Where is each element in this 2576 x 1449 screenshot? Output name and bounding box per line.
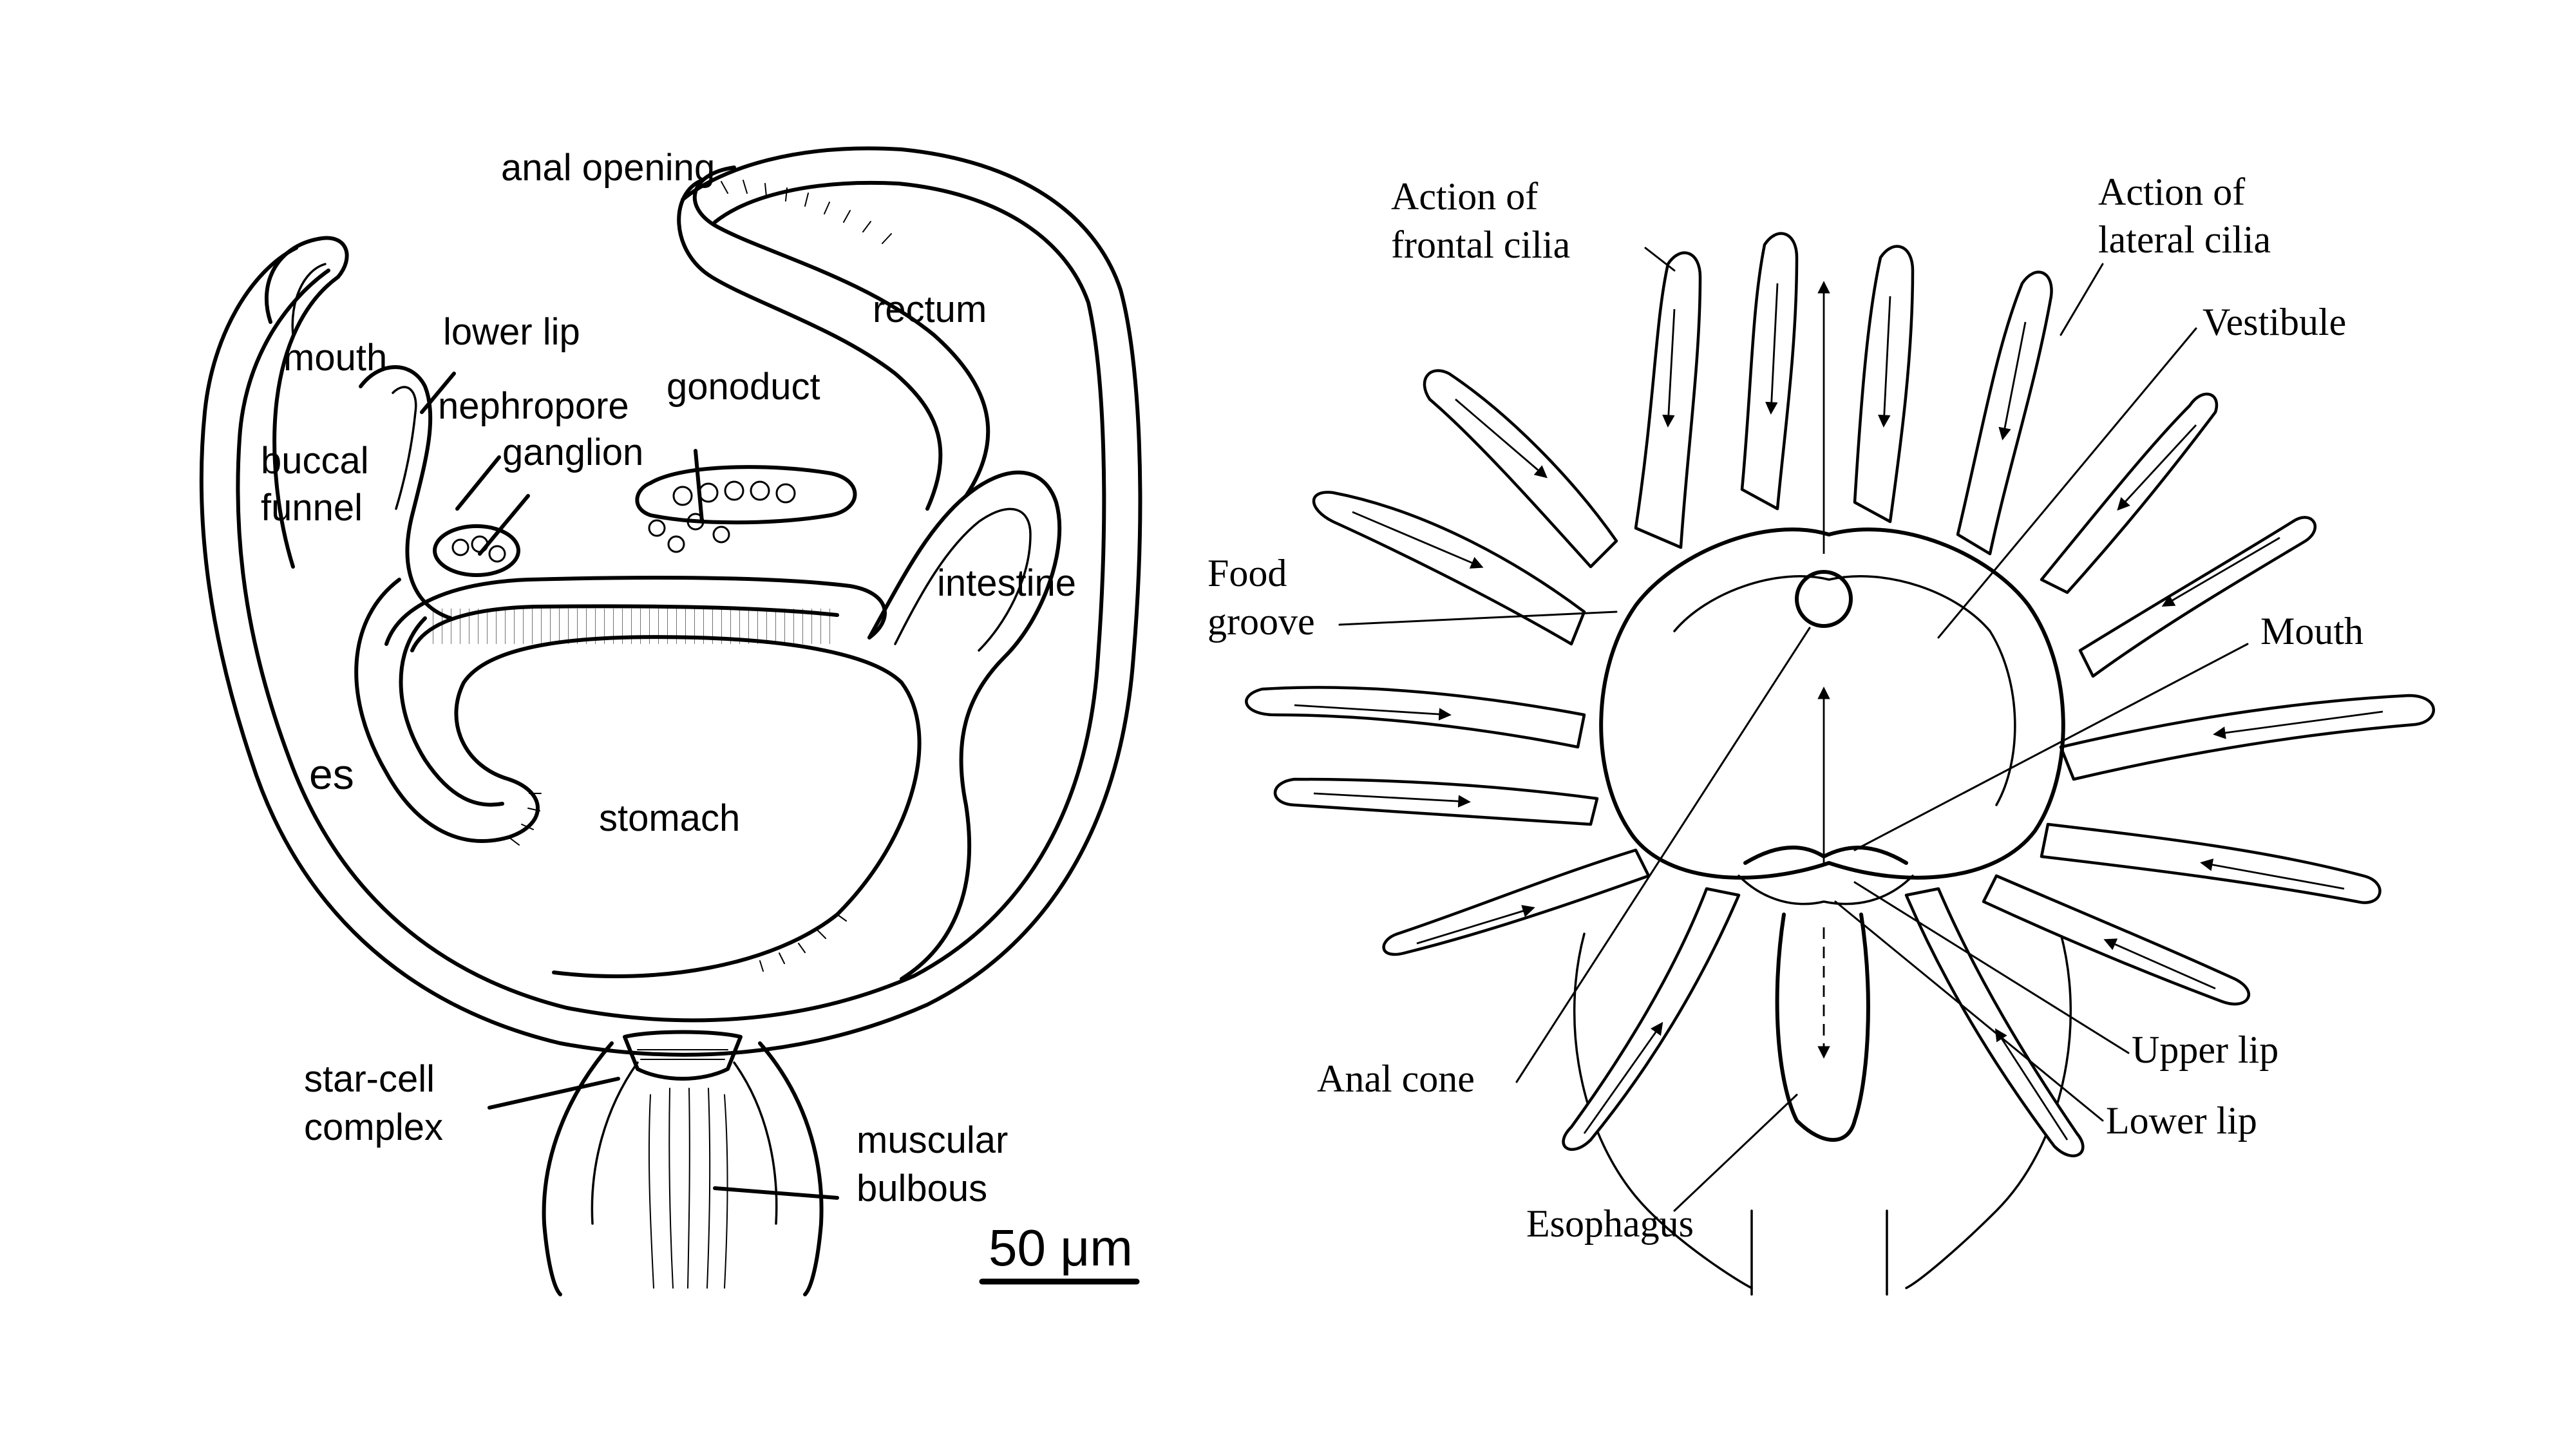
label-muscular: muscular: [857, 1119, 1008, 1161]
label-complex: complex: [304, 1106, 443, 1148]
cilia-fringe-es: [508, 793, 542, 846]
label-action-frontal-1: Action of: [1391, 175, 1538, 218]
label-ganglion: ganglion: [502, 431, 643, 473]
leader-star-cell: [488, 1077, 620, 1110]
tentacle-8: [2078, 516, 2317, 678]
leader-food-groove: [1338, 611, 1618, 626]
label-gonoduct: gonoduct: [667, 366, 820, 408]
leader-mouth: [1853, 643, 2249, 851]
leader-upper-lip: [1853, 881, 2130, 1054]
label-stomach: stomach: [599, 797, 740, 839]
upper-lip-outline: [1738, 875, 1914, 905]
leader-frontal-cilia: [1644, 247, 1676, 272]
label-esophagus: Esophagus: [1526, 1202, 1694, 1245]
leader-lower-lip: [420, 372, 456, 414]
label-action-lateral-2: lateral cilia: [2098, 218, 2271, 261]
lower-lip-lobe: [392, 386, 417, 510]
gonad-loop: [635, 465, 857, 525]
stalk-muscle-fibers: [648, 1088, 728, 1289]
label-action-frontal-2: frontal cilia: [1391, 223, 1570, 266]
label-lower-lip: lower lip: [443, 311, 580, 353]
label-groove: groove: [1208, 600, 1315, 643]
tentacle-2: [1740, 232, 1799, 511]
label-action-lateral-1: Action of: [2098, 171, 2245, 213]
stomach-wall-inner: [399, 616, 504, 807]
label-star-cell: star-cell: [304, 1058, 435, 1100]
tentacle-1: [1634, 251, 1702, 549]
cilia-fringe-stomach: [759, 914, 847, 972]
body-wall-inner: [236, 180, 1106, 1023]
leader-esophagus: [1673, 1094, 1798, 1212]
vestibule-inner: [1673, 575, 2016, 806]
rectum-wall-outer: [692, 166, 990, 498]
left-anatomy-drawing: [199, 146, 1142, 1296]
right-labels: Action of frontal cilia Action of latera…: [1208, 171, 2363, 1245]
label-vestibule: Vestibule: [2202, 301, 2346, 343]
leader-anal-cone: [1515, 627, 1811, 1083]
tentacle-stub-inner: [291, 263, 327, 336]
zooid-stalk: [1750, 1209, 1888, 1296]
zooid-body-outline: [1573, 933, 2072, 1289]
label-intestine: intestine: [937, 562, 1076, 604]
label-anal-opening: anal opening: [501, 147, 715, 189]
label-buccal: buccal: [261, 440, 369, 482]
tentacle-stub: [264, 236, 349, 569]
buccal-funnel: [359, 365, 453, 620]
stomach-wall-outer: [354, 578, 922, 978]
mouth-slit: [1743, 846, 1908, 865]
label-scale-bar: 50 μm: [989, 1219, 1133, 1276]
leader-nephropore: [455, 455, 501, 511]
label-mouth-right: Mouth: [2260, 610, 2363, 652]
label-mouth: mouth: [283, 337, 387, 379]
body-wall-outer: [199, 146, 1142, 1057]
tentacle-12: [2040, 822, 2382, 904]
leader-vestibule: [1937, 327, 2197, 639]
leader-lower-lip: [1834, 900, 2104, 1122]
anal-cone-circle: [1795, 570, 1853, 628]
ganglion-body: [433, 524, 520, 577]
leader-gonoduct: [694, 449, 704, 524]
label-funnel: funnel: [261, 487, 363, 529]
tentacle-3: [1853, 245, 1915, 524]
right-lophophore-drawing: [1245, 232, 2435, 1296]
left-leader-lines: [420, 372, 1140, 1285]
label-upper-lip: Upper lip: [2132, 1028, 2278, 1071]
label-food: Food: [1208, 552, 1287, 594]
tentacle-flow-arrows: [1294, 283, 2383, 1141]
intestine-inner: [894, 507, 1032, 652]
tentacle-9: [1245, 686, 1586, 749]
tentacle-4: [1956, 270, 2053, 556]
tentacle-6: [2040, 392, 2219, 594]
ganglion-cells: [451, 535, 506, 563]
label-nephropore: nephropore: [438, 385, 629, 427]
leader-ganglion: [478, 494, 530, 556]
stomach-epithelium: [425, 609, 837, 644]
label-bulbous: bulbous: [857, 1168, 987, 1209]
label-rectum: rectum: [873, 289, 987, 330]
stomach-roof: [384, 576, 887, 646]
label-lower-lip-right: Lower lip: [2106, 1099, 2257, 1142]
tentacle-7: [1312, 491, 1586, 646]
left-labels: anal opening mouth lower lip rectum neph…: [261, 147, 1133, 1276]
right-leader-lines: [1338, 247, 2249, 1212]
tentacle-5: [1423, 369, 1618, 569]
label-es: es: [309, 750, 354, 798]
leader-lateral-cilia: [2060, 263, 2104, 336]
star-cell-complex: [623, 1030, 743, 1081]
tentacle-15: [1562, 887, 1741, 1151]
intestine-wall: [867, 470, 1062, 981]
cilia-fringe-rectum: [721, 180, 892, 244]
esophagus: [1775, 913, 1870, 1142]
label-anal-cone: Anal cone: [1317, 1057, 1475, 1100]
vestibule-ring: [1599, 527, 2065, 880]
stalk-inner: [591, 1061, 778, 1225]
tentacle-13: [1382, 848, 1651, 956]
star-cell-lines: [637, 1049, 728, 1060]
rectum-wall-inner: [677, 178, 943, 511]
leader-muscular-bulbous: [713, 1186, 839, 1200]
tentacle-11: [1273, 777, 1599, 826]
tentacle-10: [2059, 694, 2435, 781]
stalk-outer: [542, 1041, 824, 1296]
